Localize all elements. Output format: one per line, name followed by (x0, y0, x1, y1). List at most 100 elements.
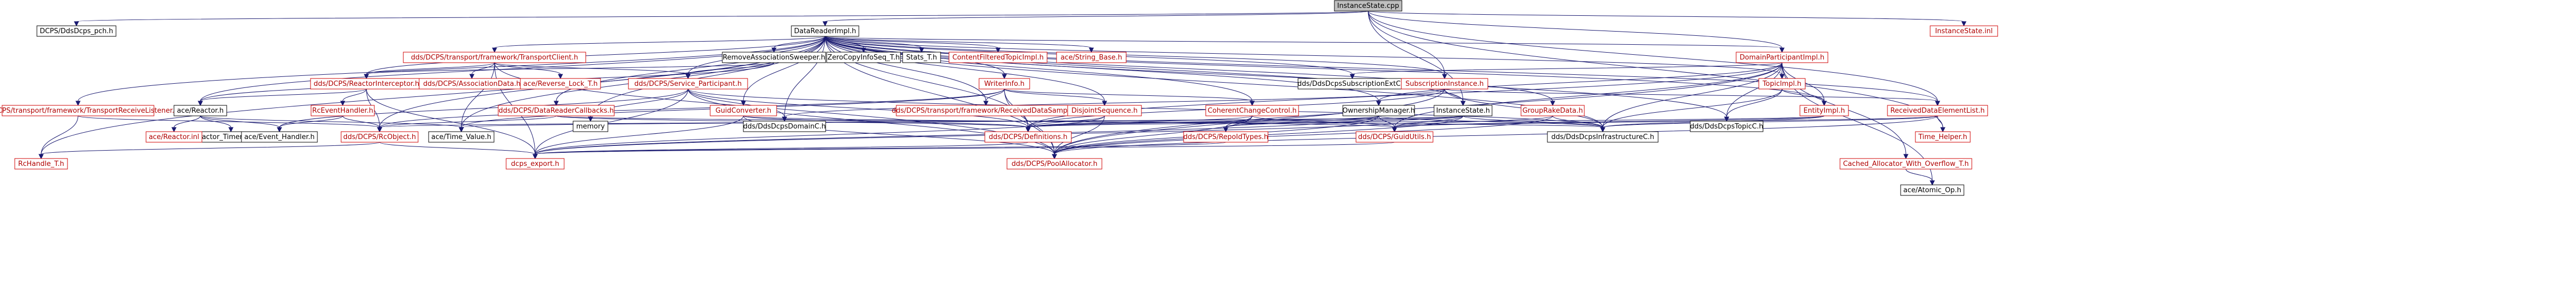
edge-dpi-to-tcc (1726, 62, 1783, 117)
node-dcc[interactable]: dds/DdsDcpsDomainC.h (743, 121, 826, 132)
edge-arrowhead-si-to-rdel (1935, 101, 1940, 106)
node-box-isc[interactable] (1547, 131, 1659, 143)
node-si[interactable]: SubscriptionInstance.h (1401, 78, 1488, 90)
node-box-th[interactable] (1915, 131, 1971, 143)
node-box-sp[interactable] (628, 78, 748, 90)
node-box-ds[interactable] (1067, 105, 1142, 116)
edge-sp-to-defs (687, 88, 1029, 128)
node-box-tv[interactable] (428, 131, 495, 143)
node-pa[interactable]: dds/DCPS/PoolAllocator.h (1006, 158, 1102, 170)
node-ccc[interactable]: CoherentChangeControl.h (1205, 105, 1299, 116)
node-ad[interactable]: dds/DCPS/AssociationData.h (419, 78, 525, 90)
node-ds[interactable]: DisjointSequence.h (1067, 105, 1142, 116)
node-box-mem[interactable] (573, 121, 608, 132)
node-tmb[interactable]: ace/String_Base.h (1056, 52, 1127, 63)
node-ei[interactable]: EntityImpl.h (1799, 105, 1849, 116)
node-box-rinl[interactable] (146, 131, 202, 143)
node-box-gfd[interactable] (1521, 105, 1585, 116)
edge-rdel-to-isc (1602, 115, 1938, 128)
node-box-zc[interactable] (826, 52, 901, 63)
node-box-export[interactable] (506, 158, 565, 170)
node-tv[interactable]: ace/Time_Value.h (428, 131, 495, 143)
node-caw[interactable]: Cached_Allocator_With_Overflow_T.h (1839, 158, 1972, 170)
edge-arrowhead-sp-to-mem (588, 116, 593, 122)
node-box-rcobj[interactable] (341, 131, 419, 143)
node-box-cft[interactable] (948, 52, 1048, 63)
node-dri[interactable]: DataReaderImpl.h (791, 25, 859, 37)
node-ras[interactable]: RemoveAssociationSweeper.h (722, 52, 826, 63)
node-box-om[interactable] (1342, 105, 1415, 116)
node-rcobj[interactable]: dds/DCPS/RcObject.h (341, 131, 419, 143)
node-box-reh[interactable] (311, 105, 375, 116)
node-isinl[interactable]: InstanceState.inl (1930, 25, 1998, 37)
node-box-tc[interactable] (403, 52, 586, 63)
node-rinl[interactable]: ace/Reactor.inl (146, 131, 202, 143)
node-isc[interactable]: dds/DdsDcpsInfrastructureC.h (1547, 131, 1659, 143)
node-box-rlt[interactable] (520, 78, 601, 90)
node-cft[interactable]: ContentFilteredTopicImpl.h (948, 52, 1048, 63)
node-ish[interactable]: InstanceState.h (1434, 105, 1493, 116)
node-tcc[interactable]: dds/DdsDcpsTopicC.h (1690, 121, 1764, 132)
node-pch[interactable]: DCPS/DdsDcps_pch.h (36, 25, 117, 37)
node-box-reactor[interactable] (173, 105, 227, 116)
node-dpi[interactable]: DomainParticipantImpl.h (1736, 52, 1828, 63)
node-drc[interactable]: dds/DCPS/DataReaderCallbacks.h (498, 105, 615, 116)
node-box-ccc[interactable] (1205, 105, 1299, 116)
node-label-rdel: ReceivedDataElementList.h (1890, 107, 1984, 115)
node-gc[interactable]: GuidConverter.h (710, 105, 777, 116)
node-gu[interactable]: dds/DCPS/GuidUtils.h (1355, 131, 1434, 143)
node-box-defs[interactable] (984, 131, 1072, 143)
node-box-pch[interactable] (36, 25, 117, 37)
node-rii[interactable]: dds/DCPS/ReactorInterceptor.h (310, 78, 423, 90)
node-ext[interactable]: dds/DdsDcpsSubscriptionExtC.h (1297, 78, 1407, 90)
node-rht[interactable]: RcHandle_T.h (14, 158, 68, 170)
node-box-rht[interactable] (14, 158, 68, 170)
node-ti[interactable]: TopicImpl.h (1758, 78, 1806, 90)
node-box-si[interactable] (1401, 78, 1488, 90)
node-box-rdel[interactable] (1887, 105, 1988, 116)
node-th[interactable]: Time_Helper.h (1915, 131, 1971, 143)
node-box-dcc[interactable] (743, 121, 826, 132)
node-export[interactable]: dcps_export.h (506, 158, 565, 170)
node-gfd[interactable]: GroupRakeData.h (1521, 105, 1585, 116)
node-box-pa[interactable] (1006, 158, 1102, 170)
node-box-isinl[interactable] (1930, 25, 1998, 37)
node-wi[interactable]: WriterInfo.h (979, 78, 1030, 90)
node-box-aeh[interactable] (241, 131, 318, 143)
node-box-rt[interactable] (1183, 131, 1268, 143)
node-box-tmb[interactable] (1056, 52, 1127, 63)
node-aeh[interactable]: ace/Event_Handler.h (241, 131, 318, 143)
node-rdel[interactable]: ReceivedDataElementList.h (1887, 105, 1988, 116)
node-box-caw[interactable] (1839, 158, 1972, 170)
node-box-ti[interactable] (1758, 78, 1806, 90)
node-root[interactable]: InstanceState.cpp (1334, 0, 1402, 12)
node-sp[interactable]: dds/DCPS/Service_Participant.h (628, 78, 748, 90)
node-box-gu[interactable] (1355, 131, 1434, 143)
node-ao[interactable]: ace/Atomic_Op.h (1900, 184, 1964, 196)
node-reh[interactable]: RcEventHandler.h (311, 105, 375, 116)
node-box-tcc[interactable] (1690, 121, 1764, 132)
node-rlt[interactable]: ace/Reverse_Lock_T.h (520, 78, 601, 90)
node-tc[interactable]: dds/DCPS/transport/framework/TransportCl… (403, 52, 586, 63)
node-box-stats[interactable] (902, 52, 941, 63)
node-box-gc[interactable] (710, 105, 777, 116)
node-trl[interactable]: dds/DCPS/transport/framework/TransportRe… (0, 105, 179, 116)
node-box-dri[interactable] (791, 25, 859, 37)
node-box-drc[interactable] (498, 105, 615, 116)
node-rds[interactable]: dds/DCPS/transport/framework/ReceivedDat… (892, 105, 1080, 116)
node-mem[interactable]: memory (573, 121, 608, 132)
node-om[interactable]: OwnershipManager.h (1342, 105, 1415, 116)
node-box-ao[interactable] (1900, 184, 1964, 196)
node-box-trl[interactable] (2, 105, 154, 116)
node-box-ras[interactable] (722, 52, 826, 63)
node-reactor[interactable]: ace/Reactor.h (173, 105, 227, 116)
node-zc[interactable]: ZeroCopyInfoSeq_T.h (826, 52, 901, 63)
node-box-ei[interactable] (1799, 105, 1849, 116)
node-box-wi[interactable] (979, 78, 1030, 90)
node-box-dpi[interactable] (1736, 52, 1828, 63)
node-defs[interactable]: dds/DCPS/Definitions.h (984, 131, 1072, 143)
node-stats[interactable]: Stats_T.h (902, 52, 941, 63)
node-box-root[interactable] (1334, 0, 1402, 12)
node-rt[interactable]: dds/DCPS/RepoIdTypes.h (1183, 131, 1268, 143)
node-box-ish[interactable] (1434, 105, 1493, 116)
